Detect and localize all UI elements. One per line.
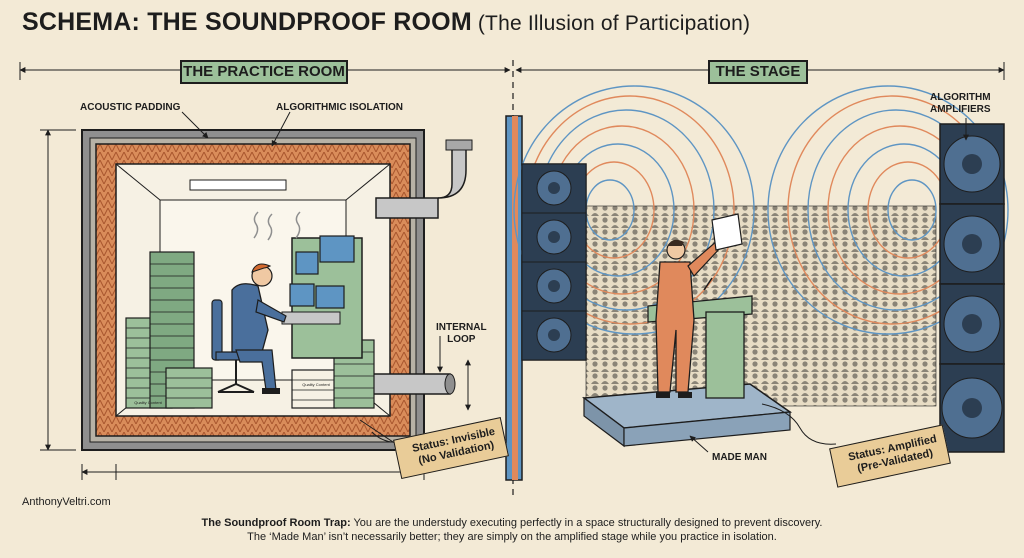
acoustic-padding-callout: ACOUSTIC PADDING (80, 102, 181, 113)
algorithm-amplifiers-callout: ALGORITHM AMPLIFIERS (930, 92, 991, 116)
internal-loop-callout: INTERNAL LOOP (436, 322, 487, 346)
made-man-callout: MADE MAN (712, 452, 767, 463)
computer-console (281, 235, 363, 359)
speaker-stack-right (939, 123, 1005, 453)
footer-line1-text: You are the understudy executing perfect… (353, 517, 823, 529)
practice-callout-leaders (181, 111, 397, 445)
footer-line2: The ‘Made Man’ isn’t necessarily better;… (247, 531, 777, 543)
book-stack-right-a (291, 369, 337, 409)
algorithm-amplifiers-line1: ALGORITHM (930, 92, 991, 103)
title-subtitle: (The Illusion of Participation) (477, 12, 751, 35)
exhaust-pipe (375, 139, 473, 219)
stage-label: THE STAGE (708, 60, 808, 84)
worker-figure (231, 211, 301, 394)
internal-loop-line1: INTERNAL (436, 322, 487, 333)
book-stack-floor (165, 367, 213, 409)
crowd (585, 205, 937, 407)
title-main-text: SCHEMA: THE SOUNDPROOF ROOM (22, 8, 472, 36)
room-dimension-lines (40, 129, 471, 480)
office-chair (211, 299, 257, 393)
book-spine-label: Quality Content (302, 382, 330, 387)
page-title: SCHEMA: THE SOUNDPROOF ROOM(The Illusion… (22, 8, 750, 37)
book-spine-label-2: Quality Content (134, 400, 162, 405)
stage-callout-leaders (689, 118, 969, 453)
footer-lead: The Soundproof Room Trap: (201, 517, 351, 529)
made-man-figure (655, 213, 743, 398)
internal-loop-line2: LOOP (447, 334, 476, 345)
algorithm-amplifiers-line2: AMPLIFIERS (930, 104, 991, 115)
site-credit: AnthonyVeltri.com (22, 496, 111, 508)
internal-loop-pipe (371, 336, 456, 395)
footer-caption: The Soundproof Room Trap: You are the un… (0, 516, 1024, 544)
footer-line1: The Soundproof Room Trap: You are the un… (0, 516, 1024, 530)
speaker-stack-left (521, 163, 587, 361)
practice-room-label: THE PRACTICE ROOM (180, 60, 348, 84)
algorithmic-isolation-callout: ALGORITHMIC ISOLATION (276, 102, 404, 113)
